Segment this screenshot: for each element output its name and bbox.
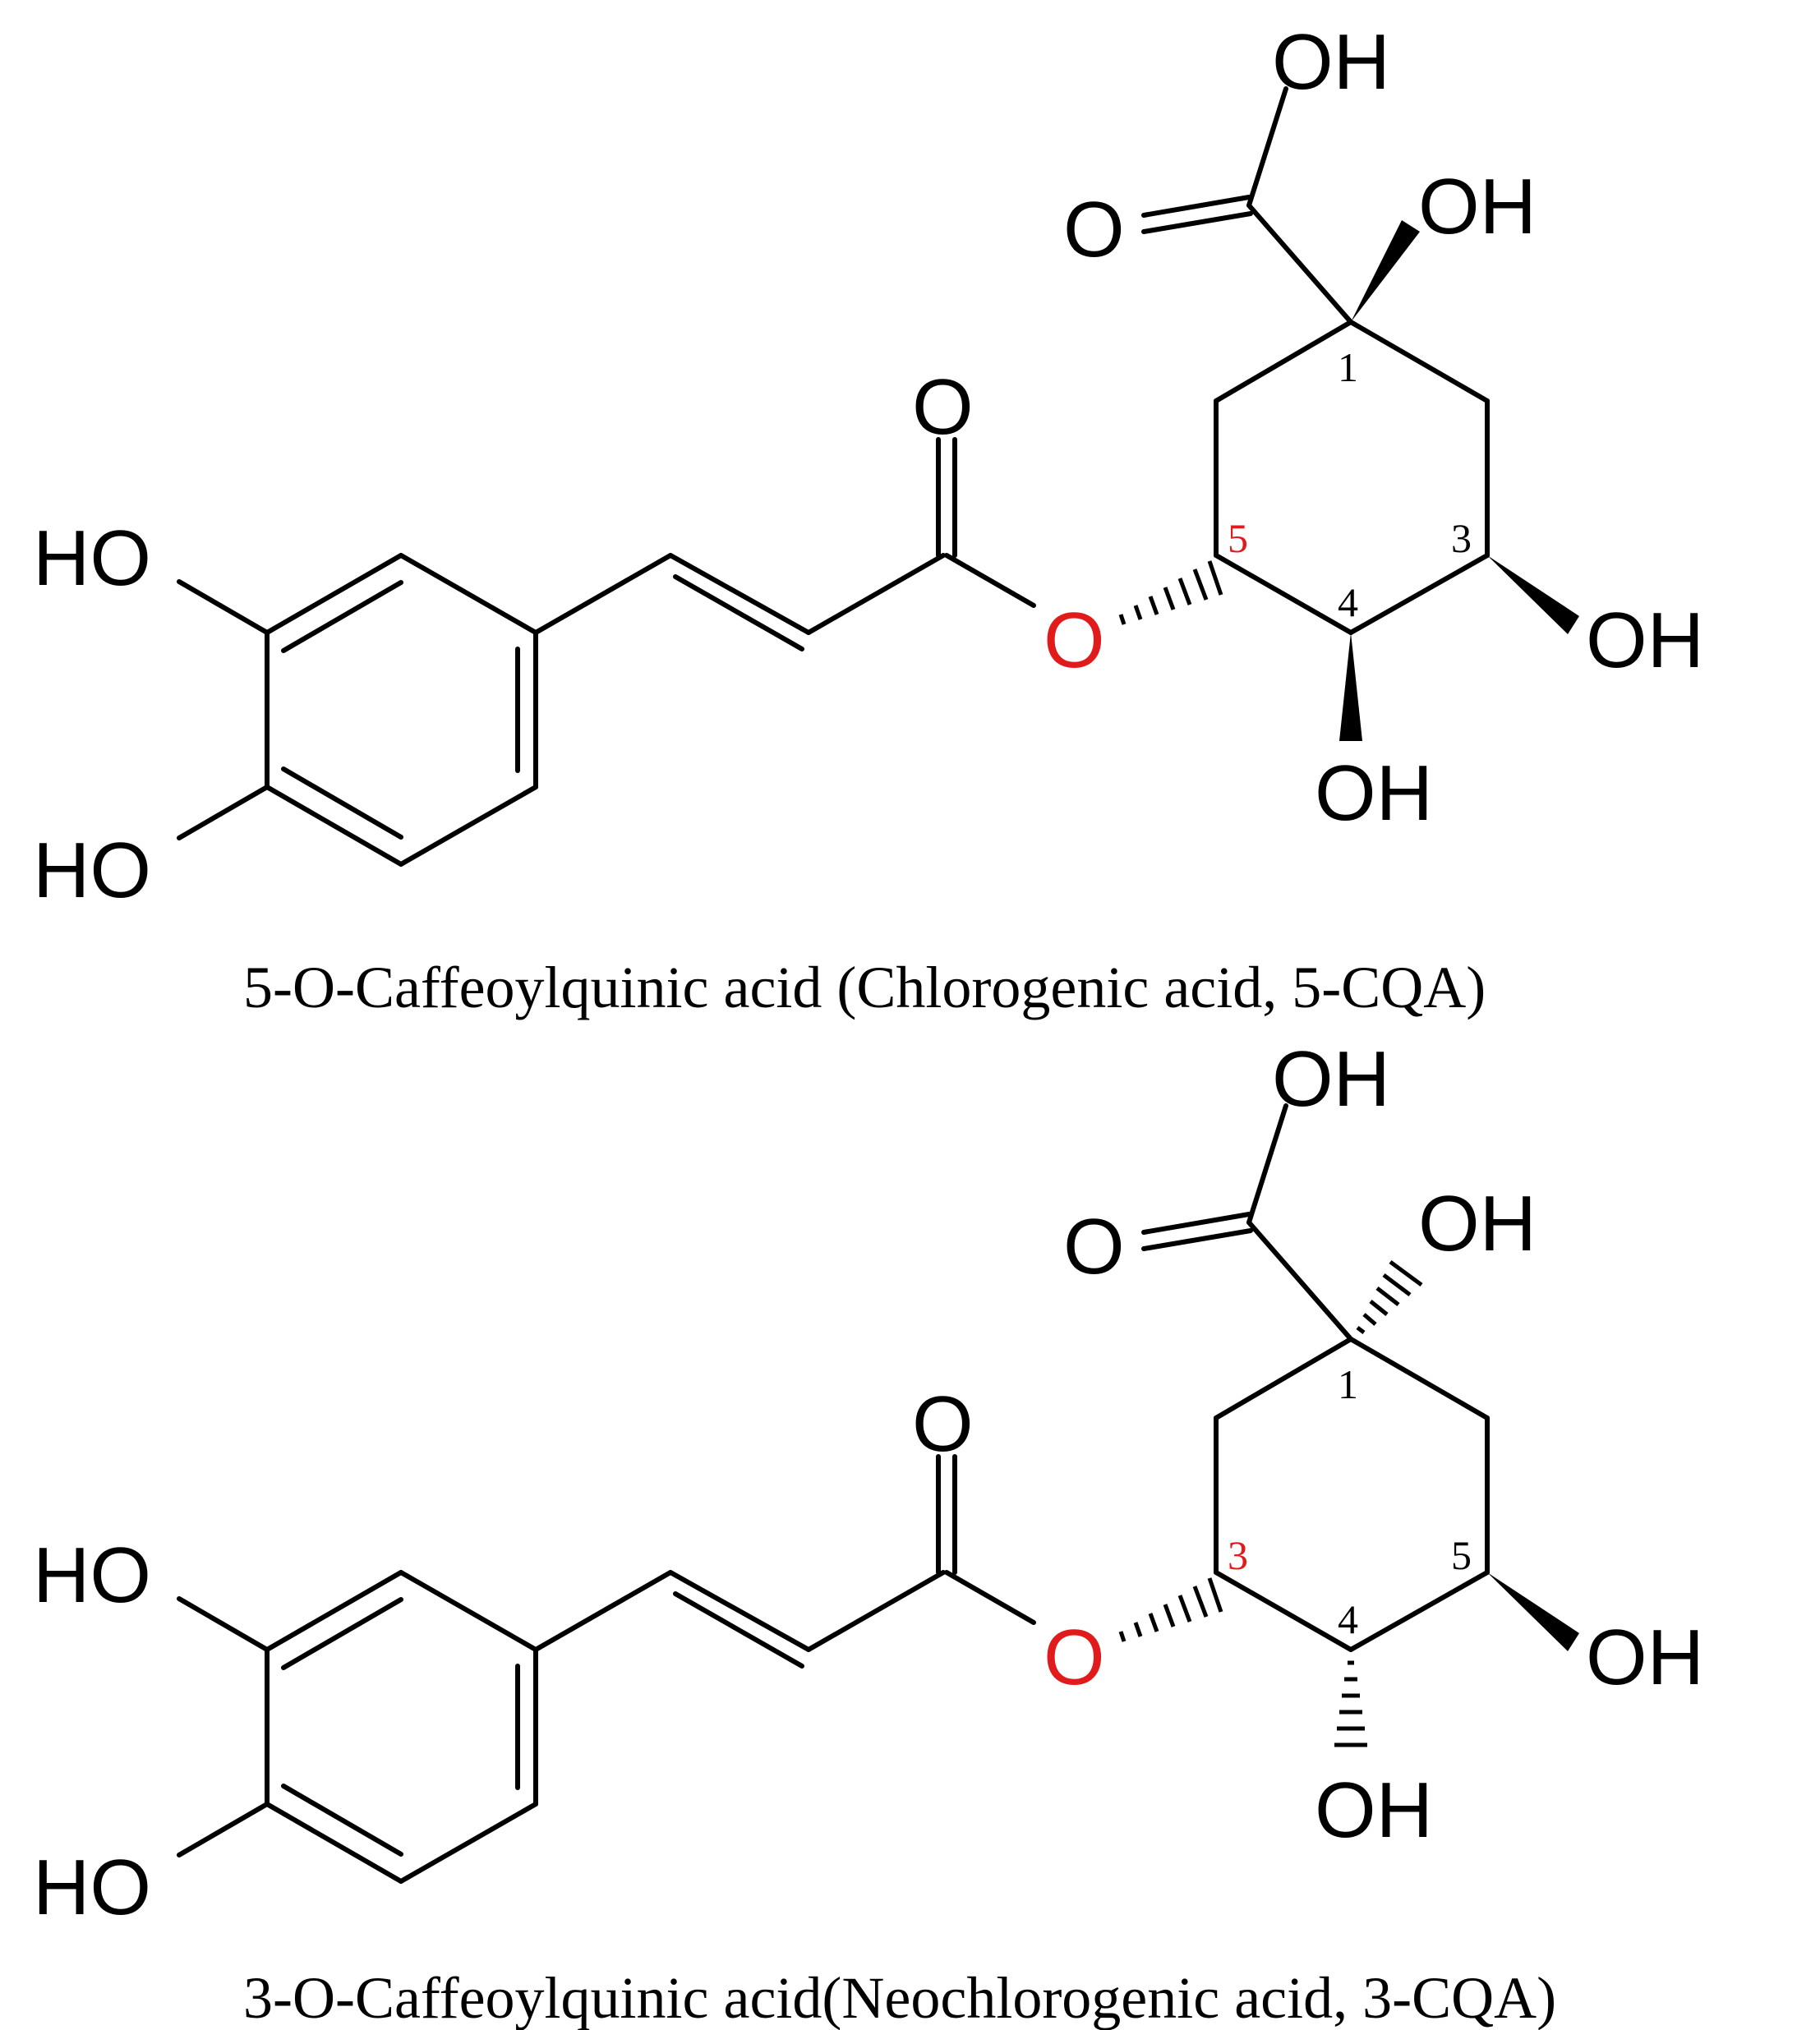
structure-3-cqa: OH O OH O O HO HO OH OH 1 5 4 3 3-O-Caff…: [33, 1035, 1704, 2030]
c3-oh-label: OH: [1586, 596, 1704, 684]
wedge-c3-oh: [1487, 1572, 1579, 1651]
aryl-oh-bottom-label: HO: [33, 1844, 151, 1931]
hash-bond-c1-oh: [1356, 1259, 1423, 1334]
hash-bond-ester: [1118, 560, 1223, 625]
locant-c3: 3: [1228, 1532, 1248, 1578]
locant-c4: 4: [1338, 1596, 1358, 1642]
wedge-c3-oh: [1487, 555, 1579, 634]
aryl-oh-top-bond: [177, 579, 270, 635]
caption-5-cqa: 5-O-Caffeoylquinic acid (Chlorogenic aci…: [243, 955, 1486, 1020]
aryl-oh-bottom-label: HO: [33, 826, 151, 914]
carbonyl-o-label: O: [1063, 186, 1125, 274]
ester-o-label: O: [1044, 596, 1105, 684]
wedge-c1-oh: [1351, 220, 1420, 322]
aryl-oh-top-bond: [177, 1596, 270, 1652]
locant-c5: 5: [1451, 1532, 1472, 1578]
locant-c4: 4: [1338, 579, 1358, 625]
aryl-oh-top-label: HO: [33, 1531, 151, 1619]
caption-3-cqa: 3-O-Caffeoylquinic acid(Neochlorogenic a…: [243, 1965, 1556, 2030]
locant-c1: 1: [1338, 1361, 1358, 1407]
aryl-oh-bottom-bond: [177, 785, 270, 840]
ester-carbonyl-o-label: O: [912, 1380, 974, 1468]
c1-oh-label: OH: [1418, 1180, 1537, 1268]
hash-bond-ester: [1118, 1577, 1223, 1642]
structure-5-cqa: OH O OH O O HO HO OH OH 1 3 4 5 5-O-Caff…: [33, 18, 1704, 1020]
c4-oh-label: OH: [1315, 749, 1433, 837]
ester-o-label: O: [1044, 1613, 1105, 1701]
benzene-ring: [265, 553, 538, 867]
wedge-c4-oh: [1339, 633, 1362, 741]
carbonyl-o-label: O: [1063, 1203, 1125, 1291]
locant-c5: 5: [1228, 515, 1248, 561]
c3-oh-label: OH: [1586, 1613, 1704, 1701]
benzene-ring: [265, 1570, 538, 1884]
c1-oh-label: OH: [1418, 163, 1537, 251]
aryl-oh-top-label: HO: [33, 514, 151, 602]
c4-oh-label: OH: [1315, 1766, 1433, 1854]
ester-carbonyl-o-label: O: [912, 363, 974, 451]
hash-bond-c4-oh: [1334, 1660, 1367, 1747]
carboxyl-oh-label: OH: [1272, 1035, 1390, 1123]
quinic-ring: [1214, 320, 1490, 635]
locant-c3: 3: [1451, 515, 1472, 561]
carboxyl-oh-label: OH: [1272, 18, 1390, 106]
locant-c1: 1: [1338, 344, 1358, 390]
quinic-ring: [1214, 1337, 1490, 1652]
aryl-oh-bottom-bond: [177, 1802, 270, 1857]
